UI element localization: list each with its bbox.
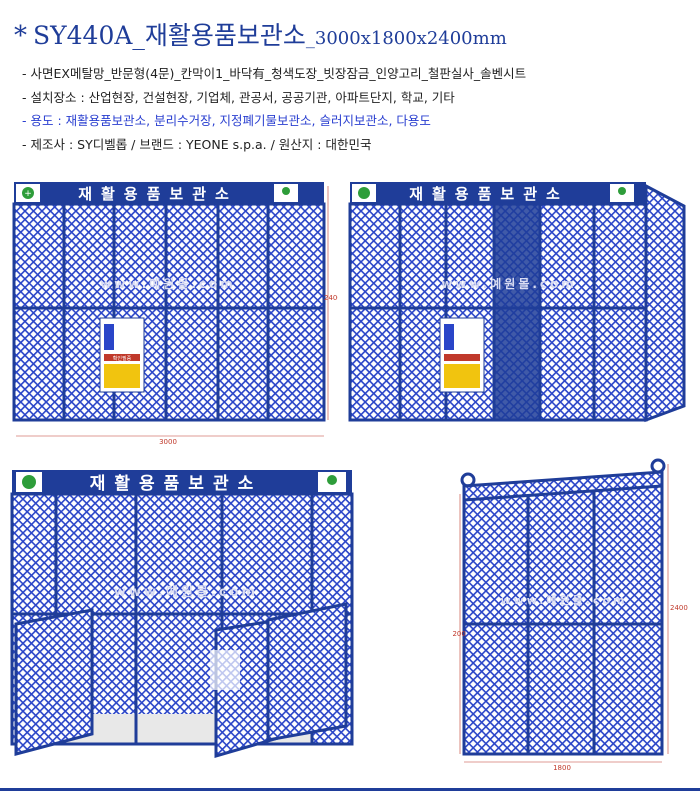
title-star: * <box>14 21 27 51</box>
product-image-front-open: 재활용품보관소 www.예원몰.com <box>348 182 686 423</box>
watermark-text: www.예원몰.com <box>441 276 577 291</box>
product-image-front: + 재활용품보관소 www.예원몰.com 확인필증 3000 2400 <box>12 182 338 446</box>
notice-label: 확인필증 <box>113 355 132 362</box>
spec-line-4: - 제조사 : SY디벨롭 / 브랜드 : YEONE s.p.a. / 원산지… <box>22 136 372 152</box>
dim-width: 3000 <box>159 438 177 446</box>
watermark-text: www.예원몰.com <box>114 584 258 600</box>
title-main: SY440A_재활용품보관소 <box>33 21 306 50</box>
spec-line-2: - 설치장소 : 산업현장, 건설현장, 기업체, 관공서, 공공기관, 아파트… <box>22 89 455 105</box>
sign-text: 재활용품보관소 <box>90 473 262 494</box>
door-left[interactable] <box>14 608 94 756</box>
watermark-text: www.예원몰.com <box>500 593 627 607</box>
dim-side-depth: 1800 <box>553 764 571 772</box>
dim-side-total: 2400 <box>670 604 688 612</box>
sign-text: 재활용품보관소 <box>409 185 569 203</box>
spec-line-1: - 사면EX메탈망_반문형(4문)_칸막이1_바닥有_청색도장_빗장잠금_인양고… <box>22 66 527 81</box>
product-title: *SY440A_재활용품보관소_3000x1800x2400mm <box>14 16 507 52</box>
lifting-ring <box>650 458 666 474</box>
product-image-doors-open: 재활용품보관소 www.예원몰.com <box>10 470 354 758</box>
title-dimensions: _3000x1800x2400mm <box>305 28 507 49</box>
spec-line-3: - 용도 : 재활용품보관소, 분리수거장, 지정폐기물보관소, 슬러지보관소,… <box>22 113 431 128</box>
dim-side-height: 2200 <box>452 630 466 638</box>
product-image-side: www.예원몰.com 2200 2400 1800 <box>452 458 688 772</box>
svg-text:+: + <box>24 189 32 199</box>
watermark-text: www.예원몰.com <box>100 276 236 291</box>
dim-height: 2400 <box>324 294 338 302</box>
door-right[interactable] <box>266 602 348 742</box>
bottom-rule <box>0 788 700 791</box>
spec-list: - 사면EX메탈망_반문형(4문)_칸막이1_바닥有_청색도장_빗장잠금_인양고… <box>22 62 526 156</box>
sign-text: 재활용품보관소 <box>78 185 238 203</box>
